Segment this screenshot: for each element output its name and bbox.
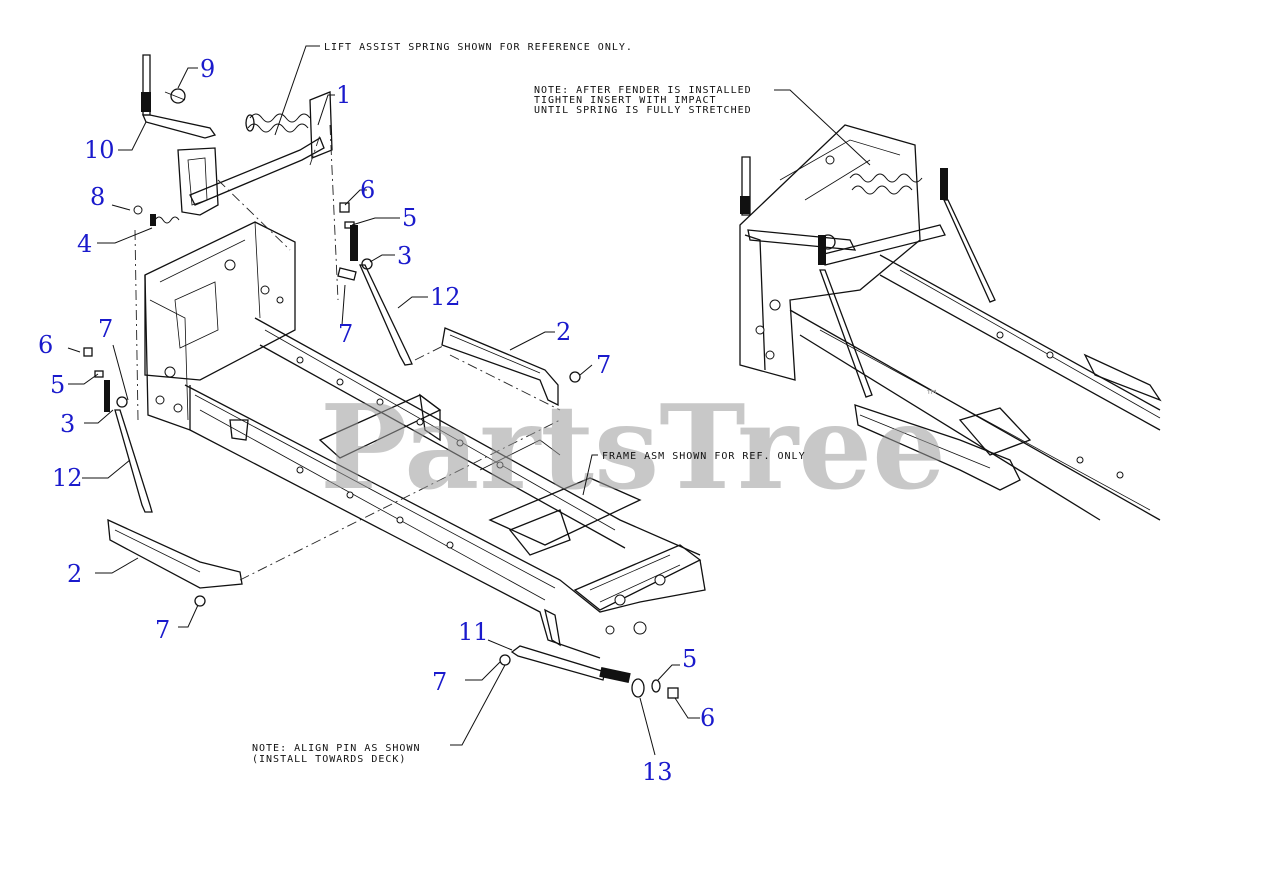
callout-5-bottom: 5 [682,645,697,673]
trademark-symbol: ™ [925,388,939,404]
callout-leaders [67,67,700,756]
callout-3-center: 3 [397,242,412,270]
note-fender-line1: NOTE: AFTER FENDER IS INSTALLED [534,85,752,96]
callout-4: 4 [77,230,92,258]
callout-7-lower: 7 [155,616,170,644]
note-align-line1: NOTE: ALIGN PIN AS SHOWN [252,743,421,754]
callout-5-left: 5 [50,371,65,399]
installed-view [739,124,1162,521]
callout-10: 10 [84,136,115,164]
callout-6-center: 6 [360,176,375,204]
note-fender-line3: UNTIL SPRING IS FULLY STRETCHED [534,105,752,116]
note-fender-line2: TIGHTEN INSERT WITH IMPACT [534,95,717,106]
note-lift-assist: LIFT ASSIST SPRING SHOWN FOR REFERENCE O… [324,42,633,53]
callout-2-upper: 2 [556,318,571,346]
callout-3-left: 3 [60,410,75,438]
note-align-line2: (INSTALL TOWARDS DECK) [252,754,406,765]
callout-8: 8 [90,183,105,211]
callout-7-bottom: 7 [432,668,447,696]
callout-7-left: 7 [98,315,113,343]
callout-6-left: 6 [38,331,53,359]
callout-7-upper-right: 7 [596,351,611,379]
lift-assist-spring [245,113,311,133]
callout-7-center: 7 [338,320,353,348]
callout-12-left: 12 [52,464,83,492]
center-rod-assembly [337,202,581,407]
left-parts [83,347,243,607]
frame-assembly [144,221,706,659]
callout-11: 11 [458,618,489,646]
assembly-lines [134,124,561,581]
callout-5-center: 5 [402,204,417,232]
lift-handle-assembly [133,54,333,226]
callout-6-bottom: 6 [700,704,715,732]
callout-2-lower: 2 [67,560,82,588]
callout-1: 1 [336,81,351,109]
callout-13: 13 [642,758,673,786]
callout-9: 9 [200,55,215,83]
note-frame-ref: FRAME ASM SHOWN FOR REF. ONLY [602,451,806,462]
bottom-rod-assembly [499,645,679,699]
watermark: PartsTree [320,380,946,516]
callout-12-center: 12 [430,283,461,311]
